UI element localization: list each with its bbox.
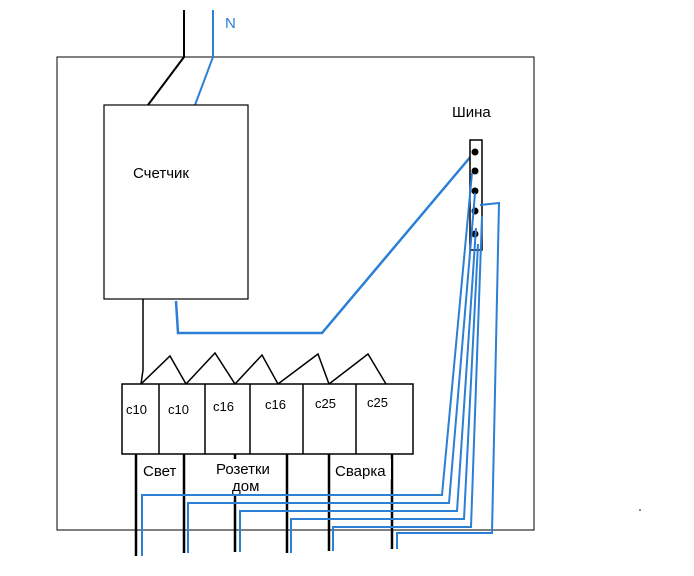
incoming-neutral-wire	[194, 10, 214, 106]
enclosure-outline	[56, 56, 535, 531]
neutral-label: N	[225, 15, 236, 32]
neutral-out-wire	[290, 243, 479, 553]
breaker-jumper	[140, 351, 387, 386]
neutral-out-wire	[332, 215, 483, 551]
bus-terminal	[471, 167, 479, 175]
breaker-rating: c25	[315, 396, 336, 411]
label-backing	[140, 459, 182, 479]
breaker-rating: c10	[168, 402, 189, 417]
neutral-out-wire	[187, 192, 476, 553]
bus-terminal	[471, 187, 479, 195]
breaker-rating: c16	[213, 399, 234, 414]
meter-box	[103, 104, 249, 300]
breaker-rating: c10	[126, 402, 147, 417]
breaker-block	[121, 383, 414, 455]
neutral-out-wire	[396, 201, 501, 549]
group-label-sockets: Розетки	[216, 461, 270, 478]
stray-dot	[639, 509, 641, 511]
label-backing	[214, 459, 280, 495]
breaker-rating: c16	[265, 397, 286, 412]
breaker-rating: c25	[367, 395, 388, 410]
meter-label: Счетчик	[133, 165, 189, 182]
bus-label: Шина	[452, 104, 491, 121]
outgoing-neutral-wires	[141, 172, 501, 556]
bus-terminal	[471, 148, 479, 156]
label-backing	[333, 459, 391, 479]
meter-neutral-out	[174, 154, 473, 335]
group-label-light: Свет	[143, 463, 176, 480]
group-label-welding: Сварка	[335, 463, 386, 480]
neutral-out-wire	[141, 172, 473, 556]
neutral-out-wire	[239, 227, 477, 552]
meter-phase-out	[140, 299, 144, 385]
incoming-phase-wire	[147, 10, 185, 106]
group-label-sockets-line2: дом	[232, 478, 259, 495]
